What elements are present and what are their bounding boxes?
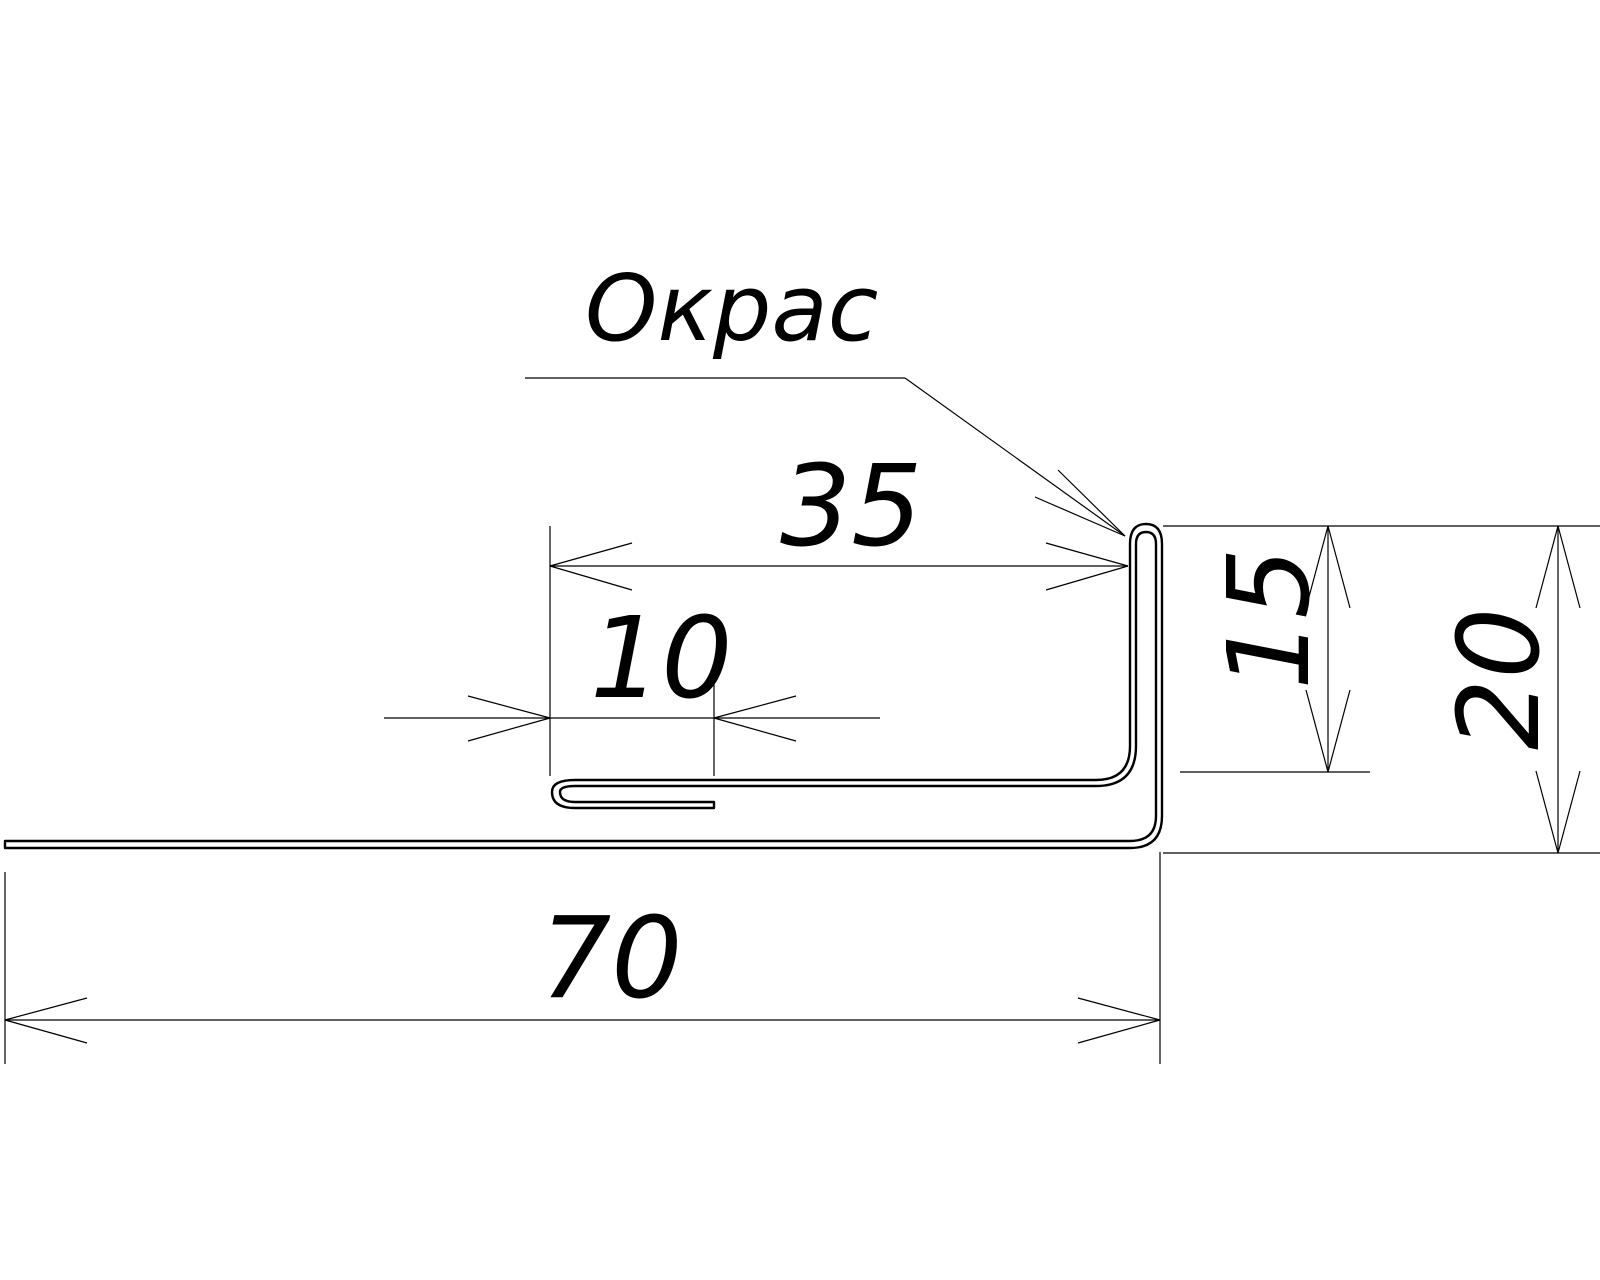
- dimension-35: 35: [549, 442, 1129, 776]
- dimension-15: 15: [1163, 525, 1600, 773]
- dimension-35-label: 35: [780, 442, 923, 572]
- dimension-70-label: 70: [540, 894, 683, 1024]
- profile-outline: [3, 522, 1164, 850]
- dimension-20-label: 20: [1435, 607, 1565, 750]
- dimension-10: 10: [384, 594, 880, 776]
- dimension-70: 70: [4, 852, 1161, 1064]
- dimension-15-label: 15: [1205, 547, 1335, 690]
- dimension-20: 20: [1163, 525, 1600, 854]
- coating-leader: Окрас: [525, 255, 1126, 537]
- dimension-10-label: 10: [590, 594, 733, 724]
- coating-label: Окрас: [585, 255, 878, 362]
